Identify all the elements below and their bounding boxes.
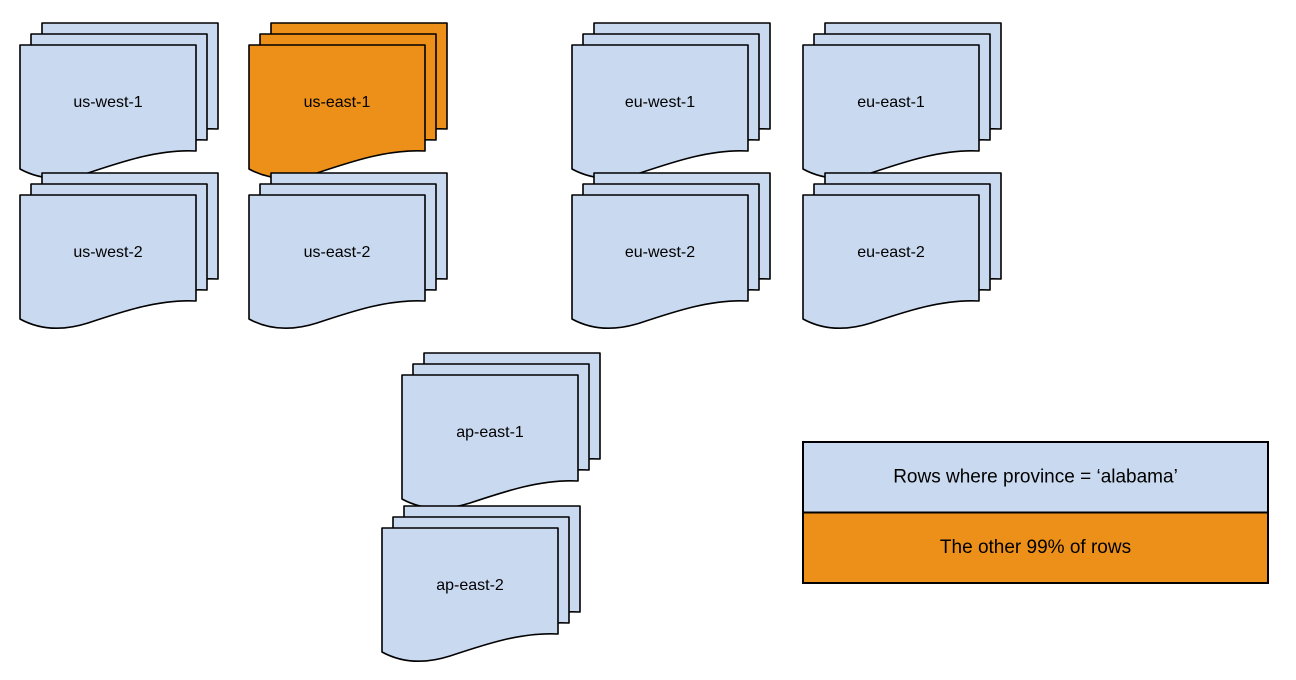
document-label-ap-east-2: ap-east-2 xyxy=(436,577,504,594)
legend-swatch-legend-highlight xyxy=(802,441,1269,514)
document-stack-eu-east-2[interactable]: eu-east-2 xyxy=(802,172,1002,329)
document-front-eu-east-2 xyxy=(802,194,980,329)
document-label-eu-west-1: eu-west-1 xyxy=(625,94,695,111)
document-label-eu-west-2: eu-west-2 xyxy=(625,244,695,261)
document-stack-us-east-1[interactable]: us-east-1 xyxy=(248,22,448,179)
document-label-eu-east-1: eu-east-1 xyxy=(857,94,925,111)
document-label-us-east-1: us-east-1 xyxy=(304,94,371,111)
document-front-ap-east-2 xyxy=(381,527,559,662)
legend-swatch-legend-other xyxy=(802,511,1269,584)
document-front-eu-west-2 xyxy=(571,194,749,329)
document-stack-eu-west-1[interactable]: eu-west-1 xyxy=(571,22,771,179)
document-front-us-west-2 xyxy=(19,194,197,329)
document-label-us-east-2: us-east-2 xyxy=(304,244,371,261)
legend: Rows where province = ‘alabama’ The other… xyxy=(802,441,1269,584)
legend-row-legend-other: The other 99% of rows xyxy=(802,511,1269,584)
document-label-ap-east-1: ap-east-1 xyxy=(456,424,524,441)
document-front-eu-east-1 xyxy=(802,44,980,179)
document-front-us-east-2 xyxy=(248,194,426,329)
document-stack-eu-east-1[interactable]: eu-east-1 xyxy=(802,22,1002,179)
document-stack-ap-east-2[interactable]: ap-east-2 xyxy=(381,505,581,662)
document-front-us-west-1 xyxy=(19,44,197,179)
legend-text-legend-highlight: Rows where province = ‘alabama’ xyxy=(893,466,1178,487)
document-front-us-east-1 xyxy=(248,44,426,179)
legend-row-legend-highlight: Rows where province = ‘alabama’ xyxy=(802,441,1269,514)
document-stack-eu-west-2[interactable]: eu-west-2 xyxy=(571,172,771,329)
document-stack-us-west-2[interactable]: us-west-2 xyxy=(19,172,219,329)
document-stack-us-west-1[interactable]: us-west-1 xyxy=(19,22,219,179)
document-label-eu-east-2: eu-east-2 xyxy=(857,244,925,261)
legend-text-legend-other: The other 99% of rows xyxy=(940,537,1131,558)
document-front-eu-west-1 xyxy=(571,44,749,179)
document-front-ap-east-1 xyxy=(401,374,579,509)
document-stack-us-east-2[interactable]: us-east-2 xyxy=(248,172,448,329)
region-nodes: us-west-1 us-east-1 eu-west-1 eu-east-1 us-w… xyxy=(19,22,1002,662)
document-label-us-west-2: us-west-2 xyxy=(73,244,142,261)
document-stack-ap-east-1[interactable]: ap-east-1 xyxy=(401,352,601,509)
document-label-us-west-1: us-west-1 xyxy=(73,94,142,111)
